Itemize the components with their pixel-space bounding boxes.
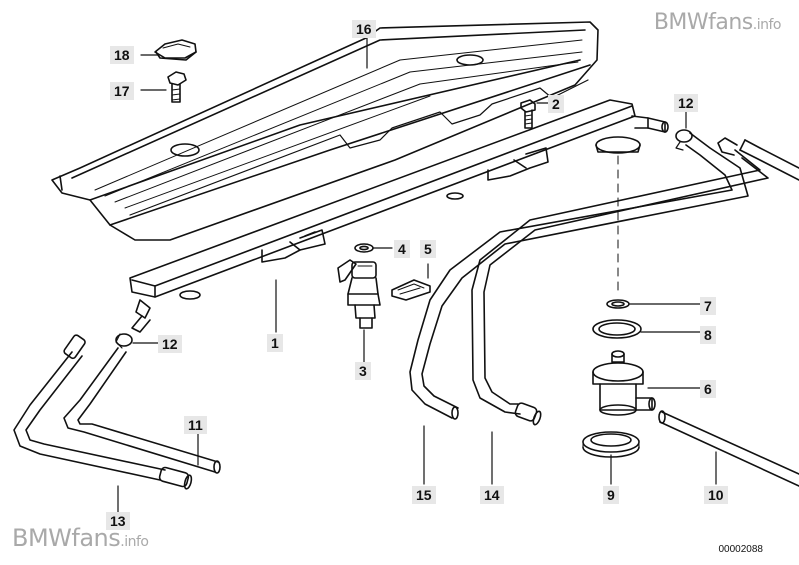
watermark-bottom: BMWfans.info <box>12 524 149 552</box>
callout-18: 18 <box>110 46 134 64</box>
clip-5 <box>391 279 431 301</box>
seal-8 <box>592 319 642 339</box>
leader-lines <box>117 37 717 513</box>
ring-9 <box>582 431 640 458</box>
callout-16: 16 <box>352 20 376 38</box>
fuel-rail <box>129 99 669 333</box>
injector-3 <box>337 259 381 329</box>
callout-6: 6 <box>700 380 716 398</box>
callout-2: 2 <box>548 95 564 113</box>
callout-3: 3 <box>355 362 371 380</box>
callout-11: 11 <box>184 416 207 434</box>
pressure-regulator-6 <box>592 136 656 416</box>
seal-7 <box>606 299 630 309</box>
cap-18 <box>154 39 197 61</box>
hose-15 <box>409 132 749 420</box>
callout-15: 15 <box>412 486 436 504</box>
hose-13 <box>13 334 193 490</box>
callout-12-top: 12 <box>674 94 698 112</box>
callout-12-left: 12 <box>158 335 182 353</box>
callout-5: 5 <box>420 240 436 258</box>
callout-1: 1 <box>267 334 283 352</box>
callout-10: 10 <box>704 486 728 504</box>
drawing-number: 00002088 <box>718 544 764 555</box>
hose-clamp-12-left <box>115 333 133 349</box>
callout-4: 4 <box>394 240 410 258</box>
watermark-top: BMWfans.info <box>653 10 782 35</box>
callout-14: 14 <box>480 486 504 504</box>
o-ring-4 <box>354 243 374 253</box>
callout-9: 9 <box>603 486 619 504</box>
callout-7: 7 <box>700 297 716 315</box>
screw-17 <box>167 71 187 103</box>
callout-8: 8 <box>700 326 716 344</box>
hose-10 <box>658 410 799 487</box>
hose-14 <box>471 137 799 426</box>
hose-clamp-12-right <box>675 129 693 151</box>
engine-cover <box>51 21 599 241</box>
callout-17: 17 <box>110 82 134 100</box>
callout-13: 13 <box>106 512 130 530</box>
screw-2 <box>520 99 536 129</box>
hose-11 <box>63 347 221 474</box>
